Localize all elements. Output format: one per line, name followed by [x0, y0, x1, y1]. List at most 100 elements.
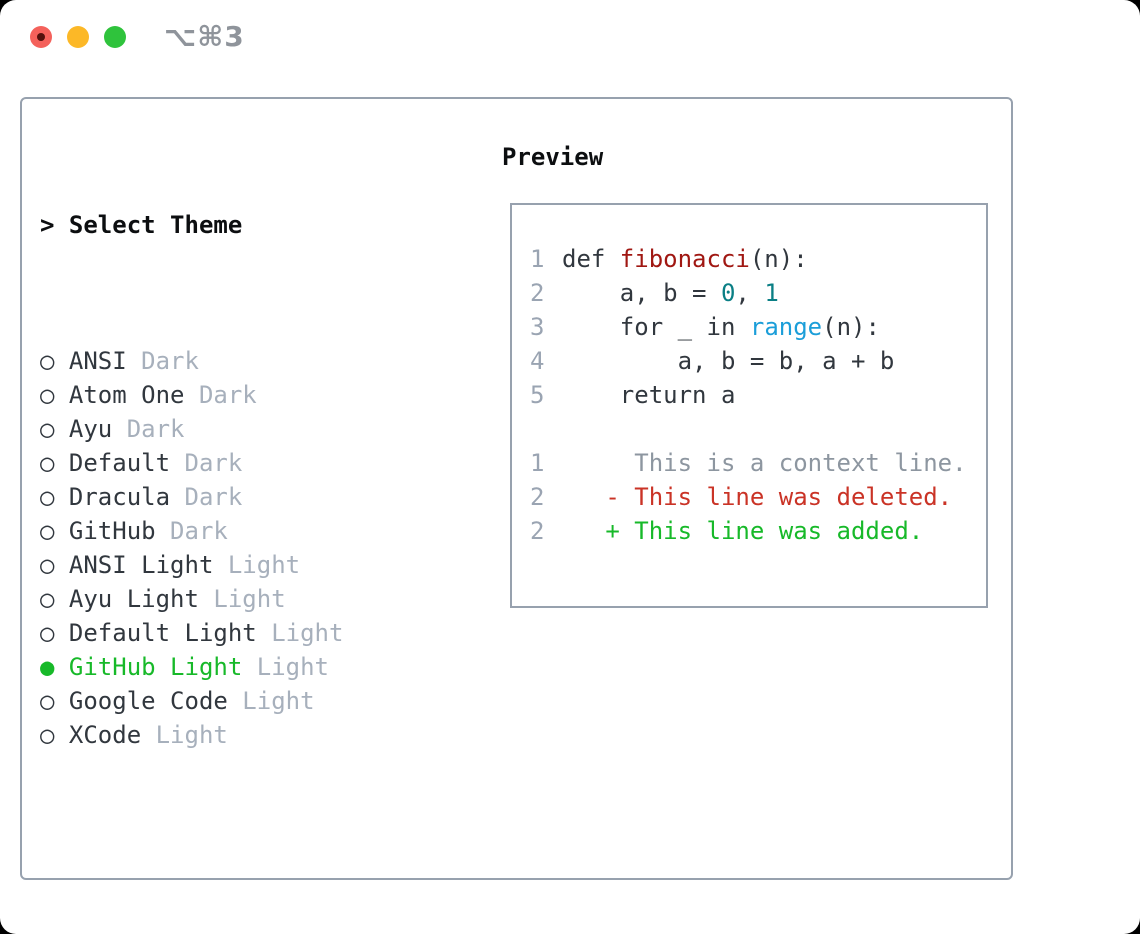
theme-name: ANSI	[54, 347, 127, 375]
blank-line	[530, 412, 967, 446]
theme-name: Ayu Light	[54, 585, 199, 613]
minimize-button[interactable]	[67, 26, 89, 48]
close-button[interactable]	[30, 26, 52, 48]
focus-caret: >	[40, 211, 69, 239]
theme-variant-tag: Dark	[126, 347, 199, 375]
theme-variant-tag: Light	[242, 653, 329, 681]
theme-variant-tag: Dark	[170, 483, 243, 511]
theme-option-default[interactable]: ○ Default Dark	[40, 446, 445, 480]
code-line: 4 a, b = b, a + b	[530, 344, 967, 378]
code-token: 0	[720, 279, 736, 307]
code-token	[562, 313, 620, 341]
radio-icon: ○	[40, 415, 55, 443]
theme-name: GitHub Light	[54, 653, 243, 681]
line-number: 2	[530, 279, 545, 307]
line-number: 3	[530, 313, 545, 341]
theme-variant-tag: Dark	[112, 415, 185, 443]
theme-name: ANSI Light	[54, 551, 214, 579]
code-line: 2 a, b = 0, 1	[530, 276, 967, 310]
theme-option-ansi[interactable]: ○ ANSI Dark	[40, 344, 445, 378]
window-shortcut-label: ⌥⌘3	[164, 20, 245, 53]
theme-option-ayu[interactable]: ○ Ayu Dark	[40, 412, 445, 446]
diff-line-added: 2 + This line was added.	[530, 514, 967, 548]
theme-option-google-code[interactable]: ○ Google Code Light	[40, 684, 445, 718]
theme-option-default-light[interactable]: ○ Default Light Light	[40, 616, 445, 650]
code-token: in	[706, 313, 736, 341]
select-theme-heading-label: Select Theme	[68, 211, 243, 239]
preview-heading: Preview	[502, 143, 604, 171]
code-token: (n):	[749, 245, 808, 273]
code-token: return	[619, 381, 707, 409]
spacer	[40, 854, 445, 888]
theme-option-github[interactable]: ○ GitHub Dark	[40, 514, 445, 548]
titlebar: ⌥⌘3	[0, 0, 1140, 70]
line-number: 4	[530, 347, 545, 375]
code-token: a, b = b, a + b	[562, 347, 895, 375]
diff-line-deleted: 2 - This line was deleted.	[530, 480, 967, 514]
theme-variant-tag: Light	[141, 721, 228, 749]
line-number: 5	[530, 381, 545, 409]
code-token: def	[562, 245, 620, 273]
theme-option-dracula[interactable]: ○ Dracula Dark	[40, 480, 445, 514]
line-number: 1	[530, 449, 545, 477]
radio-icon: ○	[40, 551, 55, 579]
diff-text: This is a context line.	[562, 449, 967, 477]
code-token	[735, 313, 749, 341]
diff-text: + This line was added.	[562, 517, 924, 545]
line-number: 2	[530, 483, 545, 511]
diff-text: - This line was deleted.	[562, 483, 953, 511]
diff-line-context: 1 This is a context line.	[530, 446, 967, 480]
radio-icon: ○	[40, 619, 55, 647]
theme-name: Default	[54, 449, 171, 477]
theme-name: Atom One	[54, 381, 185, 409]
radio-icon: ○	[40, 449, 55, 477]
theme-variant-tag: Light	[213, 551, 301, 579]
code-token: for	[619, 313, 664, 341]
theme-variant-tag: Dark	[184, 381, 257, 409]
radio-icon: ○	[40, 483, 55, 511]
theme-option-github-light[interactable]: ● GitHub Light Light	[40, 650, 445, 684]
theme-name: Default Light	[54, 619, 257, 647]
code-token: 1	[764, 279, 779, 307]
radio-icon: ○	[40, 687, 55, 715]
theme-list: ○ ANSI Dark○ Atom One Dark○ Ayu Dark○ De…	[40, 344, 445, 752]
line-number: 2	[530, 517, 545, 545]
code-token: range	[749, 313, 823, 341]
radio-icon: ○	[40, 517, 55, 545]
theme-variant-tag: Light	[198, 585, 286, 613]
code-token: a, b =	[562, 279, 721, 307]
theme-variant-tag: Dark	[155, 517, 228, 545]
code-token: _	[663, 313, 707, 341]
theme-option-ansi-light[interactable]: ○ ANSI Light Light	[40, 548, 445, 582]
theme-name: Google Code	[54, 687, 228, 715]
radio-icon: ○	[40, 585, 55, 613]
theme-name: Dracula	[54, 483, 171, 511]
code-line: 3 for _ in range(n):	[530, 310, 967, 344]
theme-variant-tag: Dark	[170, 449, 243, 477]
theme-option-atom-one[interactable]: ○ Atom One Dark	[40, 378, 445, 412]
theme-column: > Select Theme ○ ANSI Dark○ Atom One Dar…	[40, 140, 445, 934]
theme-name: XCode	[54, 721, 142, 749]
code-token: ,	[735, 279, 765, 307]
radio-icon: ○	[40, 347, 55, 375]
code-token: a	[706, 381, 736, 409]
theme-option-xcode[interactable]: ○ XCode Light	[40, 718, 445, 752]
maximize-button[interactable]	[104, 26, 126, 48]
theme-settings-panel: > Select Theme ○ ANSI Dark○ Atom One Dar…	[20, 97, 1013, 880]
radio-selected-icon: ●	[40, 653, 55, 681]
theme-variant-tag: Light	[256, 619, 344, 647]
code-line: 5 return a	[530, 378, 967, 412]
code-token	[562, 381, 620, 409]
code-line: 1 def fibonacci(n):	[530, 242, 967, 276]
theme-name: GitHub	[54, 517, 156, 545]
theme-option-ayu-light[interactable]: ○ Ayu Light Light	[40, 582, 445, 616]
code-token: (n):	[822, 313, 880, 341]
line-number: 1	[530, 245, 545, 273]
code-token: fibonacci	[619, 245, 750, 273]
theme-name: Ayu	[54, 415, 113, 443]
radio-icon: ○	[40, 721, 55, 749]
theme-variant-tag: Light	[227, 687, 315, 715]
